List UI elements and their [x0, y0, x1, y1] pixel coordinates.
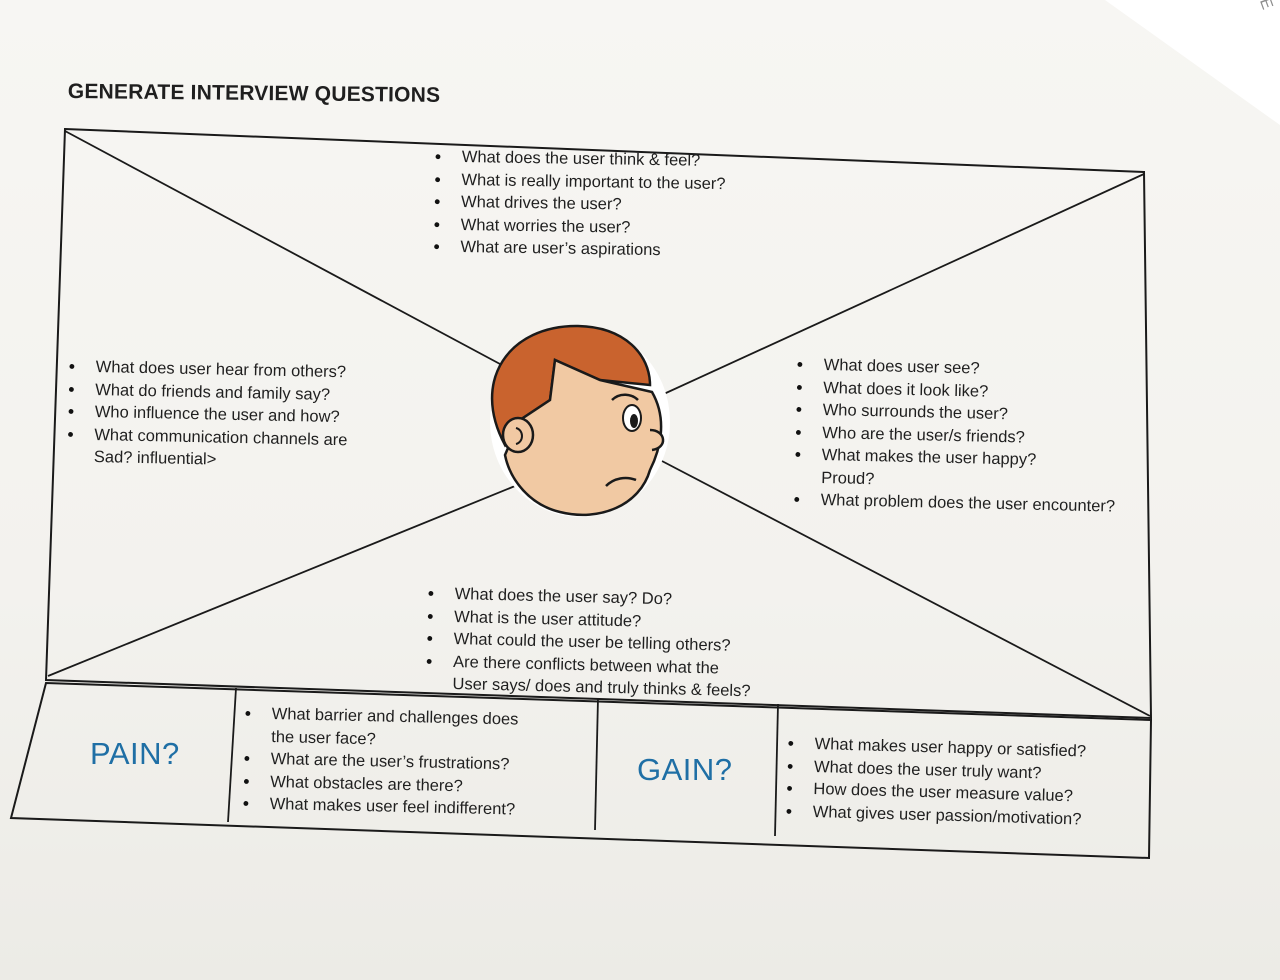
- think-feel-questions: What does the user think & feel? What is…: [460, 146, 726, 263]
- table-divider-pain: [227, 687, 237, 823]
- table-divider-middle: [594, 697, 599, 831]
- empathy-map-frame: [44, 127, 1153, 720]
- gain-questions: What makes user happy or satisfied? What…: [812, 733, 1087, 831]
- pain-questions: What barrier and challenges does the use…: [269, 703, 519, 821]
- see-questions: What does user see? What does it look li…: [820, 354, 1118, 518]
- hear-questions: What does user hear from others? What do…: [94, 356, 349, 474]
- table-divider-gain: [774, 703, 779, 837]
- diagonal-top-left: [64, 130, 501, 365]
- diagonal-bottom-left: [47, 485, 516, 677]
- diagonal-top-right: [654, 173, 1145, 399]
- pain-gain-table: [9, 681, 1153, 860]
- diagonal-bottom-right: [659, 459, 1151, 717]
- gain-label: GAIN?: [637, 752, 733, 787]
- say-do-questions: What does the user say? Do? What is the …: [452, 583, 753, 703]
- pain-label: PAIN?: [90, 736, 180, 771]
- cartoon-user-head-icon: [490, 324, 670, 517]
- list-item: What are user’s aspirations: [460, 236, 724, 263]
